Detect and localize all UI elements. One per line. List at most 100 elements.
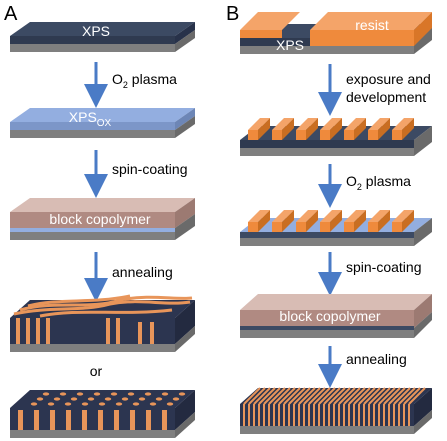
panel-b-exposure-line2: development [346,89,426,105]
ridge-front [296,130,306,140]
ridge-front [368,222,378,232]
lamella-top [403,387,421,405]
ridge-side [354,118,366,140]
panel-a-stack-xpsox [10,108,195,138]
ridge-top [368,210,390,222]
ridge-top [296,210,318,222]
ridge-front [320,222,330,232]
lamella-top [343,387,361,405]
lamella-top [378,387,396,405]
lamella-top [293,387,311,405]
ridge-front [248,130,258,140]
ridge-top [368,118,390,130]
cylinder-top [87,397,95,401]
cylinder-top [104,397,112,401]
lamella-top [328,387,346,405]
panel-b-resist-label: resist [355,17,389,33]
ridge-top [320,118,342,130]
cylinder-top [166,402,174,406]
panel-b-letter: B [226,3,239,25]
lamella-top [303,387,321,405]
ridge-front [272,222,282,232]
ridge-front [368,130,378,140]
panel-b-resist-ridges-oxidized [248,210,414,232]
lamella-top [273,387,291,405]
cylinder-top [53,397,61,401]
lamella-top [338,387,356,405]
lamella-top [268,387,286,405]
cylinder-column [50,410,55,430]
ridge-top [392,210,414,222]
lamella-top [318,387,336,405]
lamella-top [298,387,316,405]
panel-b-resist-ridges [248,118,414,140]
lamella-top [278,387,296,405]
lamella-top [388,387,406,405]
ridge-top [344,118,366,130]
lamella-top [313,387,331,405]
cylinder-top [144,392,152,396]
cylinder-top [121,397,129,401]
cylinder-top [70,397,78,401]
cylinder-column [82,410,87,430]
ridge-side [330,118,342,140]
ridge-top [248,210,270,222]
cylinder-column [162,410,167,430]
cylinder-top [132,402,140,406]
panel-a-stack-bcp [10,198,195,240]
lamella-top [308,387,326,405]
cylinder-top [30,402,38,406]
panel-b-spin-coating-label: spin-coating [346,259,422,275]
cylinder-column [18,410,23,430]
ridge-side [330,210,342,232]
cylinder-top [110,392,118,396]
cylinder-top [161,392,169,396]
cylinder-top [64,402,72,406]
ridge-front [296,222,306,232]
ridge-front [320,130,330,140]
ridge-side [378,210,390,232]
panel-a-bcp-label: block copolymer [49,211,150,227]
cylinder-top [36,397,44,401]
cylinder-column [146,410,151,430]
ridge-side [306,210,318,232]
ridge-side [282,118,294,140]
ridge-front [344,130,354,140]
panel-a-cylinder-dots [18,392,186,430]
ridge-top [296,118,318,130]
lamella-top [243,387,261,405]
cylinder-top [76,392,84,396]
lamella-top [283,387,301,405]
ridge-top [320,210,342,222]
cylinder-top [172,397,180,401]
lamella-top [373,387,391,405]
cylinder-top [178,392,186,396]
lamella-top [258,387,276,405]
panel-a-xpsox-label: XPSOX [69,109,112,129]
ridge-side [354,210,366,232]
cylinder-top [149,402,157,406]
ridge-top [272,210,294,222]
lamella-top [408,387,426,405]
panel-b-exposure-line1: exposure and [346,71,431,87]
lamella-top [323,387,341,405]
lamella-top [398,387,416,405]
ridge-front [392,130,402,140]
panel-b-o2-plasma-label: O2 plasma [346,173,411,192]
cylinder-top [93,392,101,396]
lamella-top [353,387,371,405]
lamella-top [393,387,411,405]
cylinder-column [66,410,71,430]
cylinder-top [81,402,89,406]
panel-b-stack-resist [240,12,432,54]
lamella-top [263,387,281,405]
cylinder-top [155,397,163,401]
ridge-front [248,222,258,232]
cylinder-top [47,402,55,406]
ridge-top [272,118,294,130]
panel-a-stack-xps [10,22,195,52]
cylinder-column [34,410,39,430]
ridge-top [248,118,270,130]
ridge-side [306,118,318,140]
ridge-front [272,130,282,140]
